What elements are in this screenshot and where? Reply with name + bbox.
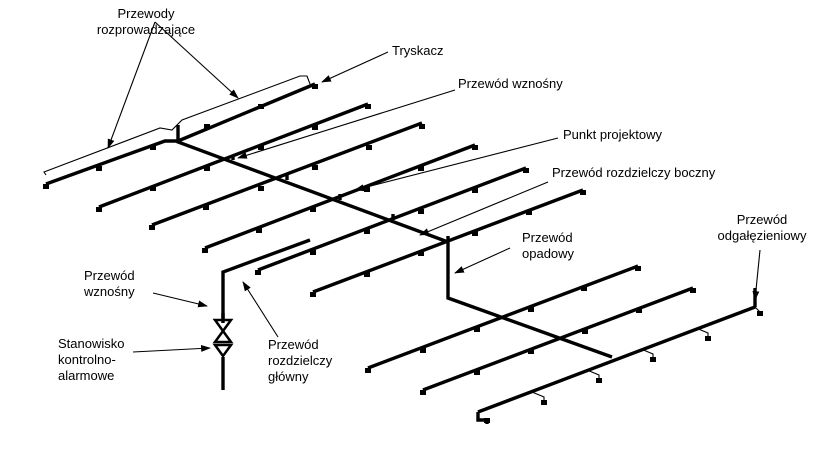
alarm-valve-icon (212, 313, 234, 359)
label-alarm-station: Stanowisko kontrolno- alarmowe (58, 336, 125, 383)
label-sprinkler: Tryskacz (392, 43, 444, 58)
left-riser (221, 238, 311, 390)
label-distribution-pipes: Przewody rozprowadzające (96, 6, 196, 37)
main-distribution-pipe (176, 125, 449, 244)
label-design-point: Punkt projektowy (563, 127, 662, 142)
leader-lines (107, 21, 761, 353)
upper-distribution-pipes (45, 82, 584, 294)
label-main-distribution: Przewód rozdzielczy główny (268, 337, 333, 384)
lower-distribution-pipes (367, 264, 761, 414)
label-riser-left: Przewód wznośny (84, 268, 135, 299)
label-riser-top: Przewód wznośny (458, 76, 563, 91)
label-drop-pipe: Przewód opadowy (522, 230, 575, 261)
branch-pipes (476, 327, 711, 424)
label-side-main: Przewód rozdzielczy boczny (552, 165, 716, 180)
label-branch-pipe: Przewód odgałęzieniowy (717, 212, 807, 243)
drop-pipe (446, 236, 613, 359)
